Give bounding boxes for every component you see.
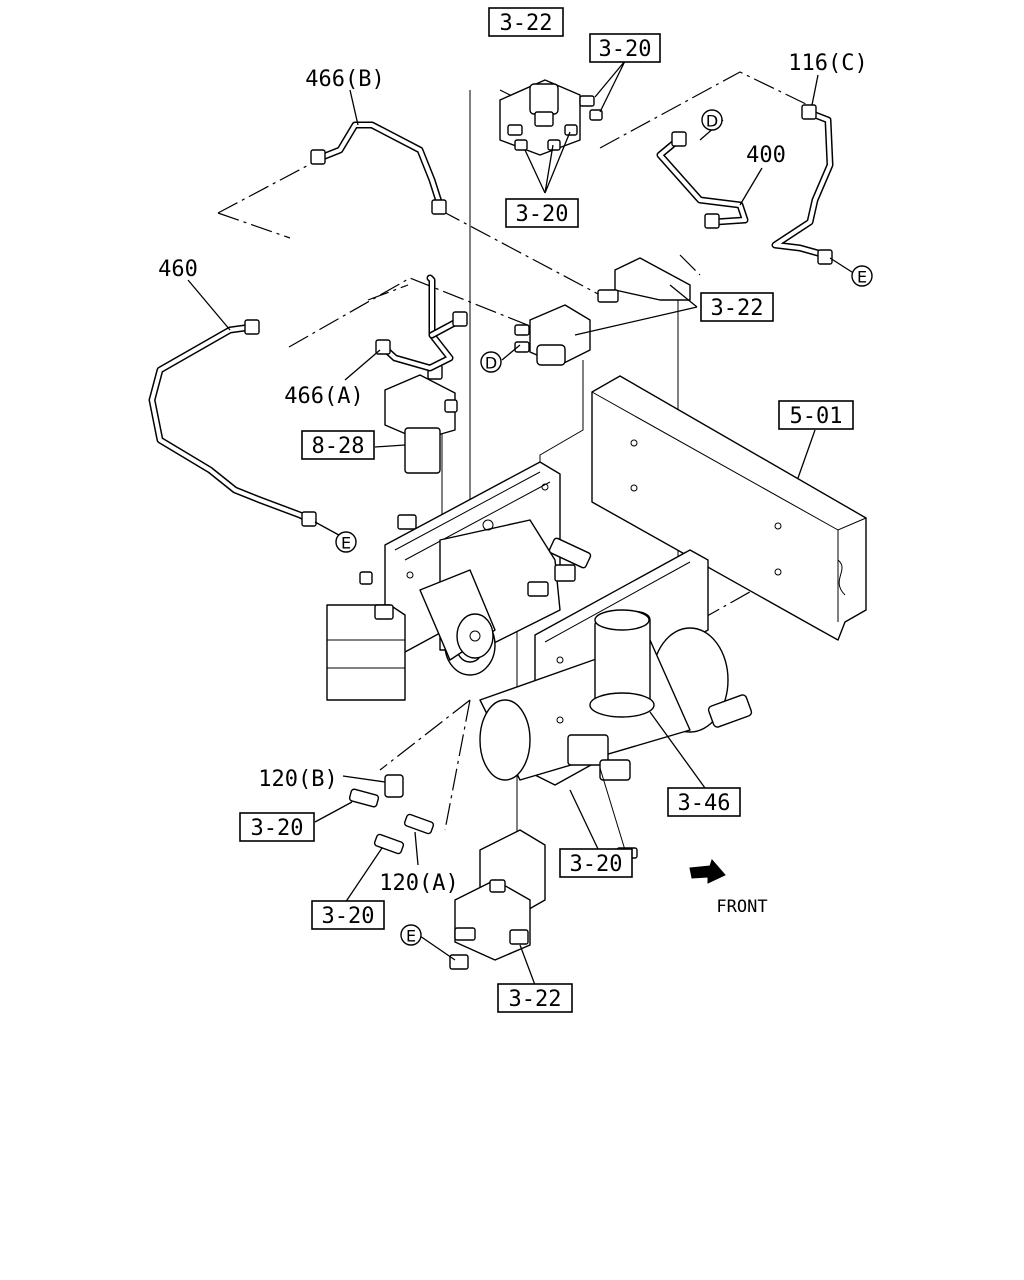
ref-3-20-mid[interactable]: 3-20 — [505, 198, 579, 228]
svg-text:E: E — [406, 927, 416, 946]
ref-5-01-text: 5-01 — [790, 404, 843, 429]
connector-e-left[interactable]: E — [335, 531, 357, 553]
ref-3-20-mid-text: 3-20 — [516, 202, 569, 227]
fittings-120 — [348, 774, 435, 855]
ref-3-20-center[interactable]: 3-20 — [559, 848, 633, 878]
pipe-466a — [375, 274, 468, 372]
ref-3-20-top[interactable]: 3-20 — [589, 33, 661, 63]
ref-8-28[interactable]: 8-28 — [301, 430, 375, 460]
ref-3-20-center-text: 3-20 — [570, 852, 623, 877]
assembly-lines — [217, 71, 809, 831]
part-466b-label: 466(B) — [305, 67, 384, 92]
right-bracket-assembly — [479, 549, 753, 859]
ref-3-20-bottom-text: 3-20 — [322, 904, 375, 929]
part-466a-label: 466(A) — [284, 384, 363, 409]
front-arrow-icon — [689, 859, 726, 884]
ref-3-22-right[interactable]: 3-22 — [700, 292, 774, 322]
bottom-valve — [449, 829, 546, 970]
ref-3-22-bottom-text: 3-22 — [509, 987, 562, 1012]
ref-3-46-text: 3-46 — [678, 791, 731, 816]
part-460-label: 460 — [158, 257, 198, 282]
ref-3-22-top[interactable]: 3-22 — [488, 7, 564, 37]
ref-3-22-right-text: 3-22 — [711, 296, 764, 321]
part-116c-label: 116(C) — [788, 51, 867, 76]
ref-8-28-text: 8-28 — [312, 434, 365, 459]
connector-d-top[interactable]: D — [701, 109, 723, 131]
connector-d-mid[interactable]: D — [480, 351, 502, 373]
left-bracket-assembly — [326, 461, 592, 701]
ref-3-20-left[interactable]: 3-20 — [239, 812, 315, 842]
ref-3-20-top-text: 3-20 — [599, 37, 652, 62]
svg-text:D: D — [485, 354, 497, 373]
ref-3-22-top-text: 3-22 — [500, 11, 553, 36]
pipe-116c — [771, 104, 834, 265]
frame-rail — [591, 375, 867, 641]
ref-5-01[interactable]: 5-01 — [778, 400, 854, 430]
svg-text:E: E — [857, 268, 867, 287]
ref-3-22-bottom[interactable]: 3-22 — [497, 983, 573, 1013]
ref-3-46[interactable]: 3-46 — [667, 787, 741, 817]
ref-3-20-left-text: 3-20 — [251, 816, 304, 841]
connector-e-right[interactable]: E — [851, 265, 873, 287]
front-label: FRONT — [716, 897, 767, 917]
connector-e-bottom[interactable]: E — [400, 924, 422, 946]
mid-valves — [384, 257, 691, 474]
pipe-466b — [310, 121, 447, 215]
part-400-label: 400 — [746, 143, 786, 168]
ref-3-20-bottom[interactable]: 3-20 — [311, 900, 385, 930]
pipe-400 — [656, 131, 749, 229]
pipe-460 — [148, 319, 317, 527]
part-120a-label: 120(A) — [379, 871, 458, 896]
top-valve — [499, 79, 603, 156]
svg-text:E: E — [341, 534, 351, 553]
svg-text:D: D — [706, 112, 718, 131]
leader-lines — [187, 60, 856, 986]
part-120b-label: 120(B) — [258, 767, 337, 792]
